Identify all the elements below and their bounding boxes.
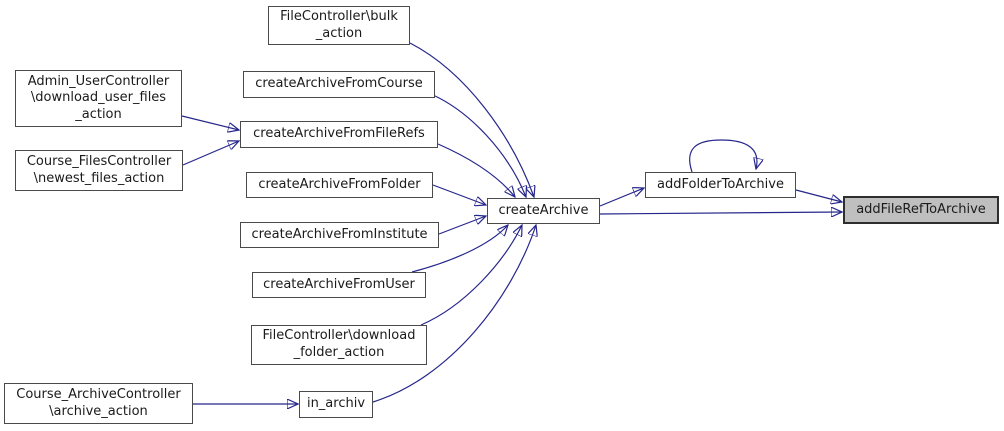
node-create-archive-from-filerefs[interactable]: createArchiveFromFileRefs <box>240 121 438 148</box>
node-admin-usercontroller-download-user-files-action[interactable]: Admin_UserController \download_user_file… <box>15 70 182 127</box>
edge-from-filerefs-to-create-archive <box>437 143 515 197</box>
edge-from-institute-to-create-archive <box>438 216 486 235</box>
edge-add-folder-to-add-fileref <box>795 189 842 202</box>
node-label: FileController\download _folder_action <box>262 328 416 360</box>
edge-admin-to-from-filerefs <box>181 115 239 130</box>
node-create-archive-from-folder[interactable]: createArchiveFromFolder <box>246 172 433 198</box>
node-label: addFileRefToArchive <box>856 201 986 217</box>
node-label: FileController\bulk _action <box>280 8 398 41</box>
node-course-archivecontroller-archive-action[interactable]: Course_ArchiveController \archive_action <box>4 383 193 424</box>
node-label: createArchiveFromFolder <box>258 176 421 192</box>
node-in-archiv[interactable]: in_archiv <box>299 391 373 418</box>
node-add-folder-to-archive[interactable]: addFolderToArchive <box>645 172 796 198</box>
node-label: createArchiveFromUser <box>263 276 415 292</box>
edge-course-files-to-from-filerefs <box>182 141 239 166</box>
node-label: createArchiveFromInstitute <box>251 226 428 242</box>
node-label: in_archiv <box>306 396 366 412</box>
node-create-archive[interactable]: createArchive <box>487 198 600 224</box>
node-label: Admin_UserController \download_user_file… <box>27 73 170 122</box>
edge-from-user-to-create-archive <box>411 225 508 273</box>
node-label: Course_FilesController \newest_files_act… <box>26 153 172 186</box>
node-filecontroller-bulk-action[interactable]: FileController\bulk _action <box>268 6 410 45</box>
node-create-archive-from-institute[interactable]: createArchiveFromInstitute <box>240 222 439 248</box>
node-filecontroller-download-folder-action[interactable]: FileController\download _folder_action <box>251 325 427 365</box>
edge-from-course-to-create-archive <box>432 94 526 197</box>
node-label: createArchiveFromFileRefs <box>253 126 425 142</box>
edge-from-folder-to-create-archive <box>432 184 486 205</box>
edge-download-folder-to-create-archive <box>420 225 522 326</box>
edge-bulk-action-to-create-archive <box>409 42 534 197</box>
node-create-archive-from-course[interactable]: createArchiveFromCourse <box>243 71 435 98</box>
node-label: createArchive <box>498 202 589 218</box>
edge-create-archive-to-add-folder <box>599 188 644 207</box>
edge-in-archiv-to-create-archive <box>372 225 536 403</box>
node-course-filescontroller-newest-files-action[interactable]: Course_FilesController \newest_files_act… <box>15 150 183 191</box>
node-label: Course_ArchiveController \archive_action <box>16 386 181 419</box>
edge-create-archive-to-add-fileref <box>599 212 842 214</box>
edge-add-folder-self-loop <box>689 139 757 173</box>
node-label: addFolderToArchive <box>657 176 784 192</box>
node-label: createArchiveFromCourse <box>255 76 423 92</box>
node-add-fileref-to-archive: addFileRefToArchive <box>843 196 999 224</box>
node-create-archive-from-user[interactable]: createArchiveFromUser <box>252 272 426 298</box>
